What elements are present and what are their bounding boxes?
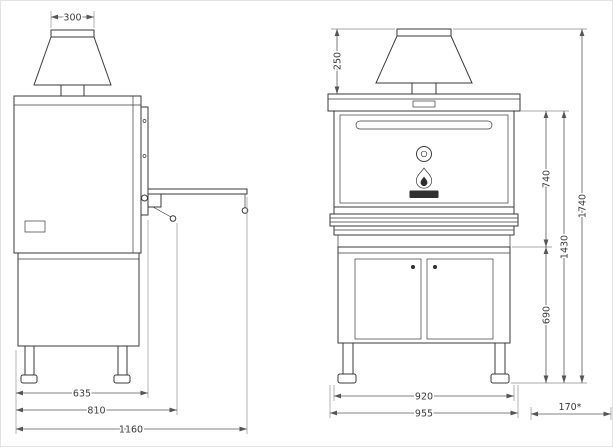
shelf-end-knob [241,207,249,214]
right-door-knob [433,265,437,269]
front-hood-neck [411,82,437,95]
front-hood-cap [396,28,452,37]
dim-depth-body-label: 635 [73,388,91,399]
base-cabinet [337,246,511,344]
side-hood-neck [60,84,85,97]
front-leg-left [342,342,354,375]
side-front-shelf [147,188,248,195]
side-foot-right [113,374,131,384]
side-foot-left [20,374,38,384]
dim-body-width-label: 920 [415,391,433,402]
dim-total-width-label: 955 [415,408,433,419]
brand-plate [409,190,439,198]
left-door-knob [411,265,415,269]
flame-icon [415,167,433,189]
front-leg-right [494,342,506,375]
front-foot-right [490,373,510,384]
dim-total-height-label: 1740 [578,194,589,218]
shelf-bracket [147,193,162,208]
side-leg-right [117,345,128,376]
dim-base-height-label: 690 [542,306,553,324]
side-view-dimensions: 300 635 810 1160 [15,11,248,437]
dim-body-height-label: 1430 [560,235,571,259]
side-oven-body [13,95,142,254]
side-hood [33,36,112,86]
dim-depth-handle-label: 810 [87,405,105,416]
door-handle-knob [169,215,177,222]
oven-door-handle [355,120,493,130]
dim-depth-total-label: 1160 [119,424,143,435]
dim-hood-height-label: 250 [333,52,344,70]
dim-side-offset-label: 170* [559,402,582,413]
top-plate-vent [412,100,436,108]
damper-knob [416,146,432,162]
side-rating-plate [24,220,46,233]
cabinet-left-door [354,258,422,340]
side-door-edge [140,106,149,216]
dim-chimney-width-label: 300 [63,12,81,23]
front-view-drawing [327,28,521,384]
dim-oven-height-label: 740 [542,170,553,188]
front-hood [375,35,473,84]
oven-door [339,114,509,204]
side-stand [17,252,140,347]
front-top-plate [327,93,521,112]
side-leg-left [24,345,35,376]
side-door-pivot [141,194,148,202]
front-view-dimensions: 250 740 690 1430 1740 920 955 170* [329,28,612,421]
side-view-drawing [13,29,249,384]
front-foot-left [337,373,357,384]
side-hood-cap [50,29,95,38]
cabinet-right-door [426,258,494,340]
grease-tray [329,213,519,227]
